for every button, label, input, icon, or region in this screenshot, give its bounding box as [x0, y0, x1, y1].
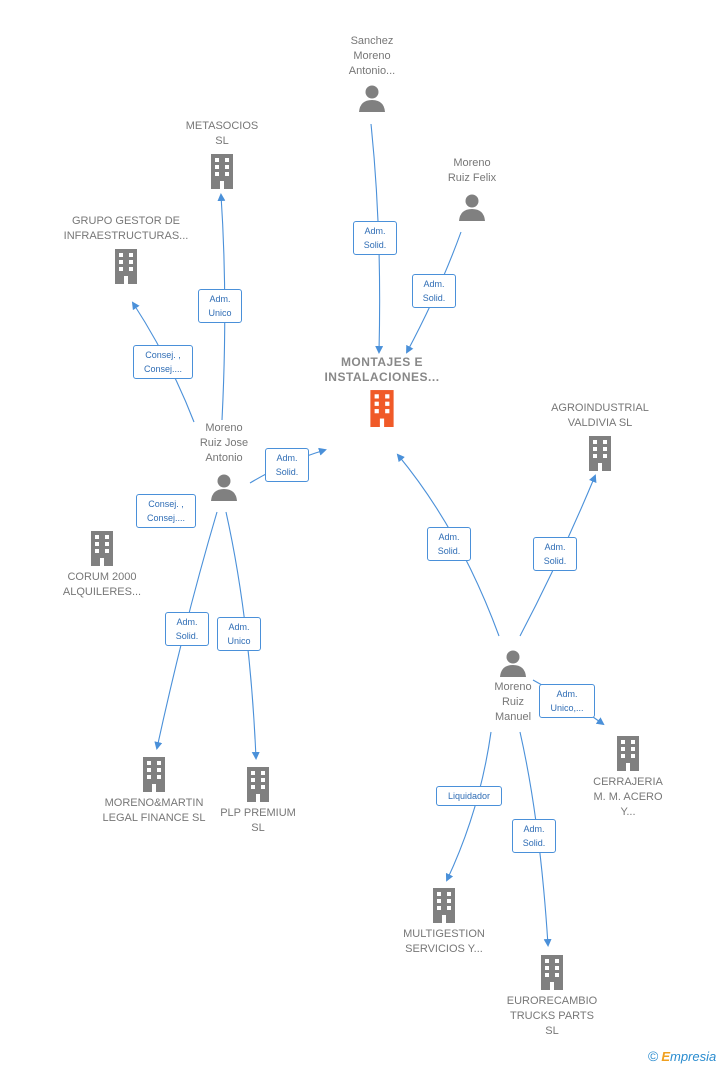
building-icon — [211, 154, 233, 189]
node-agroindustrial[interactable]: AGROINDUSTRIAL VALDIVIA SL — [540, 401, 660, 471]
node-grupo-gestor[interactable]: GRUPO GESTOR DE INFRAESTRUCTURAS... — [55, 214, 197, 284]
node-morenomartin[interactable]: MORENO&MARTIN LEGAL FINANCE SL — [98, 756, 210, 826]
person-icon — [500, 650, 526, 677]
node-agroindustrial-label: AGROINDUSTRIAL VALDIVIA SL — [551, 402, 649, 429]
node-moreno-felix-label: Moreno Ruiz Felix — [447, 157, 497, 184]
edge-label-manuel-cerrajeria[interactable]: Adm. Unico,... — [539, 684, 595, 718]
edge-label-manuel-eurorecambio[interactable]: Adm. Solid. — [512, 819, 556, 853]
node-moreno-manuel[interactable]: Moreno Ruiz Manuel — [463, 648, 563, 725]
edge-label-jose-morenomartin[interactable]: Adm. Solid. — [165, 612, 209, 646]
node-corum[interactable]: CORUM 2000 ALQUILERES... — [48, 530, 156, 600]
node-metasocios-label: METASOCIOS SL — [185, 120, 259, 147]
edge-label-jose-montajes[interactable]: Adm. Solid. — [265, 448, 309, 482]
person-icon — [459, 194, 485, 221]
edge-manuel-multigestion — [445, 731, 492, 882]
node-moreno-jose-label: Moreno Ruiz Jose Antonio — [199, 422, 249, 464]
node-moreno-felix[interactable]: Moreno Ruiz Felix — [422, 156, 522, 222]
node-cerrajeria-label: CERRAJERIA M. M. ACERO Y... — [593, 776, 663, 818]
node-multigestion[interactable]: MULTIGESTION SERVICIOS Y... — [392, 887, 496, 957]
edge-label-jose-grupo[interactable]: Consej. , Consej.... — [133, 345, 193, 379]
node-moreno-jose[interactable]: Moreno Ruiz Jose Antonio — [174, 421, 274, 502]
edge-label-felix-montajes[interactable]: Adm. Solid. — [412, 274, 456, 308]
node-moreno-manuel-label: Moreno Ruiz Manuel — [494, 681, 532, 723]
edge-label-sanchez-montajes[interactable]: Adm. Solid. — [353, 221, 397, 255]
node-metasocios[interactable]: METASOCIOS SL — [167, 119, 277, 189]
edge-label-manuel-multigestion[interactable]: Liquidador — [436, 786, 502, 806]
brand-initial: E — [661, 1049, 670, 1064]
edge-label-manuel-agro[interactable]: Adm. Solid. — [533, 537, 577, 571]
node-corum-label: CORUM 2000 ALQUILERES... — [62, 571, 142, 598]
building-icon — [91, 531, 113, 566]
node-montajes[interactable]: MONTAJES E INSTALACIONES... — [312, 355, 452, 427]
copyright-symbol: © — [648, 1048, 659, 1064]
building-icon — [115, 249, 137, 284]
node-plp-label: PLP PREMIUM SL — [220, 807, 296, 834]
node-montajes-label: MONTAJES E INSTALACIONES... — [324, 355, 440, 384]
edge-label-manuel-montajes[interactable]: Adm. Solid. — [427, 527, 471, 561]
node-sanchez-label: Sanchez Moreno Antonio... — [348, 35, 396, 77]
brand-logo[interactable]: ©Empresia — [648, 1048, 716, 1064]
building-main-icon — [370, 390, 394, 427]
node-multigestion-label: MULTIGESTION SERVICIOS Y... — [403, 928, 485, 955]
building-icon — [433, 888, 455, 923]
node-sanchez[interactable]: Sanchez Moreno Antonio... — [322, 34, 422, 113]
brand-name: mpresia — [670, 1049, 717, 1064]
node-cerrajeria[interactable]: CERRAJERIA M. M. ACERO Y... — [580, 735, 676, 820]
node-morenomartin-label: MORENO&MARTIN LEGAL FINANCE SL — [102, 797, 206, 824]
node-eurorecambio[interactable]: EURORECAMBIO TRUCKS PARTS SL — [498, 954, 606, 1039]
edge-label-jose-corum[interactable]: Consej. , Consej.... — [136, 494, 196, 528]
node-plp[interactable]: PLP PREMIUM SL — [212, 766, 304, 836]
person-icon — [359, 85, 385, 112]
node-grupo-gestor-label: GRUPO GESTOR DE INFRAESTRUCTURAS... — [63, 215, 189, 242]
building-icon — [589, 436, 611, 471]
building-icon — [143, 757, 165, 792]
building-icon — [617, 736, 639, 771]
building-icon — [247, 767, 269, 802]
edge-label-jose-metasocios[interactable]: Adm. Unico — [198, 289, 242, 323]
person-icon — [211, 474, 237, 501]
edge-label-jose-plp[interactable]: Adm. Unico — [217, 617, 261, 651]
building-icon — [541, 955, 563, 990]
node-eurorecambio-label: EURORECAMBIO TRUCKS PARTS SL — [506, 995, 598, 1037]
